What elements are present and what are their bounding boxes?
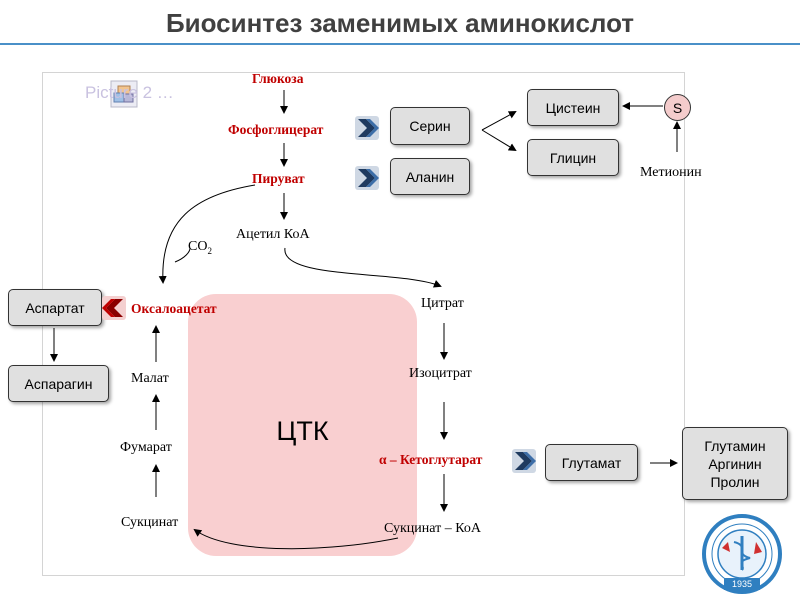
label-pyruvate: Пируват [252, 171, 305, 186]
label-isocitrate: Изоцитрат [409, 366, 472, 381]
chevron-right-icon [355, 116, 379, 140]
box-alanine: Аланин [390, 158, 470, 195]
arrow-pyruvate-oxaloacetate [158, 184, 256, 284]
title-divider [0, 43, 800, 45]
tca-cycle-area [188, 294, 417, 556]
label-malate: Малат [131, 371, 169, 386]
label-fumarate: Фумарат [120, 440, 172, 455]
label-acetyl-coa: Ацетил КоА [236, 227, 310, 242]
box-glycine: Глицин [527, 139, 619, 176]
label-phosphoglycerate: Фосфоглицерат [228, 122, 324, 137]
label-arginine: Аргинин [708, 455, 762, 472]
picture-placeholder-label: Picture 2 … [85, 83, 174, 102]
chevron-right-icon [512, 449, 536, 473]
arrow-succoa-succinate [193, 528, 399, 550]
arrow-serine-glycine [481, 129, 517, 152]
picture-placeholder-icon [110, 80, 138, 108]
co2-curve [174, 247, 191, 263]
box-glutamine-group: Глутамин Аргинин Пролин [682, 427, 788, 500]
chevron-right-icon [355, 166, 379, 190]
label-succinate: Сукцинат [121, 515, 179, 530]
logo-year: 1935 [732, 579, 752, 589]
university-logo-icon: 1935 [702, 514, 782, 594]
label-proline: Пролин [710, 473, 760, 490]
label-glucose: Глюкоза [252, 71, 304, 86]
box-serine: Серин [390, 107, 470, 145]
label-succinyl-coa: Сукцинат – КоА [384, 521, 481, 536]
chevron-left-icon [102, 296, 126, 320]
box-cysteine: Цистеин [527, 89, 619, 126]
slide-title: Биосинтез заменимых аминокислот [165, 8, 635, 38]
box-glutamate: Глутамат [545, 444, 638, 481]
box-asparagine: Аспарагин [8, 365, 109, 402]
arrow-serine-cysteine [481, 111, 517, 131]
tca-label: ЦТК [276, 416, 329, 446]
box-aspartate: Аспартат [8, 289, 102, 326]
label-citrate: Цитрат [421, 296, 464, 311]
label-oxaloacetate: Оксалоацетат [131, 301, 217, 316]
label-co2: CO2 [188, 239, 212, 256]
label-alpha-ketoglutarate: α – Кетоглутарат [379, 452, 483, 467]
arrow-acetylcoa-citrate [284, 247, 442, 288]
label-methionine: Метионин [640, 165, 702, 180]
label-glutamine: Глутамин [704, 437, 766, 454]
sulfur-circle: S [664, 94, 691, 121]
